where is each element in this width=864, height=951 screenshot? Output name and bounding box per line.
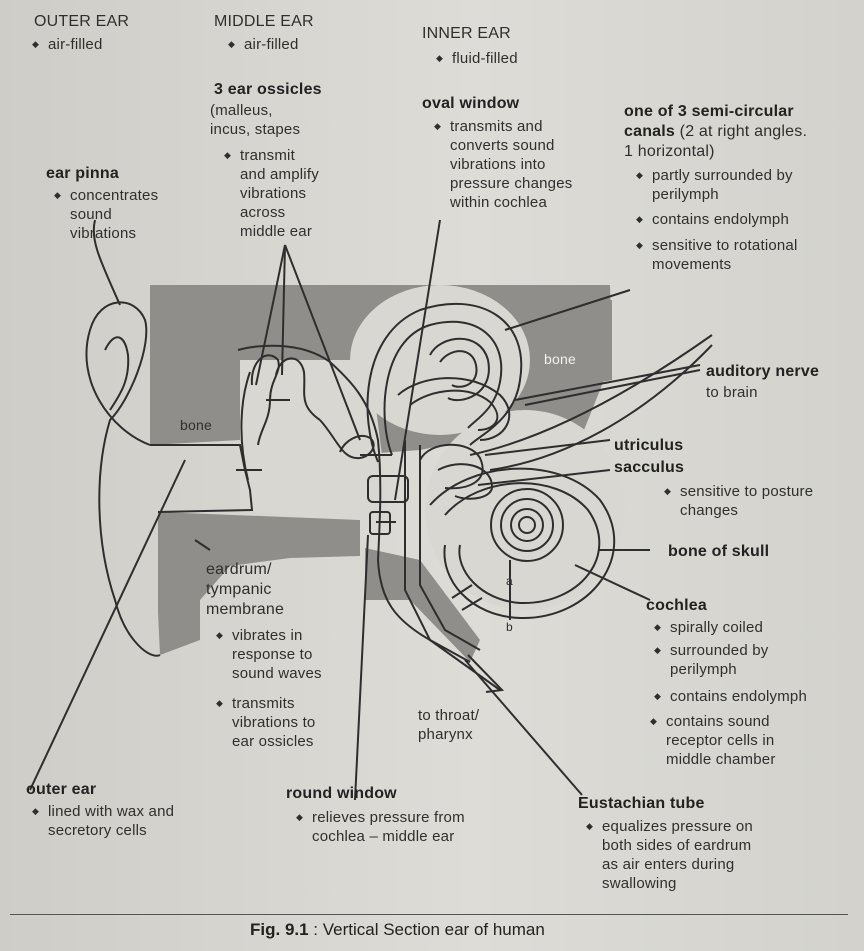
bone-of-skull-label: bone of skull — [668, 542, 769, 562]
pinna-bullet: concentrates sound vibrations — [70, 186, 158, 243]
round-window-title: round window — [286, 784, 397, 804]
canals-bullet-3: sensitive to rotational movements — [652, 236, 798, 274]
round-window-bullet: relieves pressure from cochlea – middle … — [312, 808, 465, 846]
bone-label-right: bone — [544, 350, 576, 369]
canals-bullet-1: partly surrounded by perilymph — [652, 166, 793, 204]
ossicles-title: 3 ear ossicles — [214, 80, 322, 100]
mark-b: b — [506, 618, 513, 637]
sacculus-title: sacculus — [614, 458, 684, 478]
to-throat-label: to throat/ pharynx — [418, 706, 479, 744]
cochlea-bullet-4: contains sound receptor cells in middle … — [666, 712, 776, 769]
outer-ear-header: OUTER EAR — [34, 12, 129, 32]
eardrum-bullet-1: vibrates in response to sound waves — [232, 626, 322, 683]
caption-fig-number: Fig. 9.1 — [250, 920, 309, 939]
mark-a: a — [506, 572, 513, 591]
inner-ear-header: INNER EAR — [422, 24, 511, 44]
eustachian-title: Eustachian tube — [578, 794, 705, 814]
middle-ear-note: air-filled — [244, 35, 299, 54]
caption-text: : Vertical Section ear of human — [309, 920, 545, 939]
canals-title2: canals — [624, 123, 675, 140]
cochlea-bullet-3: contains endolymph — [670, 687, 807, 706]
pinna-title: ear pinna — [46, 164, 119, 184]
cochlea-title: cochlea — [646, 596, 707, 616]
pinna-outline — [86, 302, 160, 655]
auditory-nerve-title: auditory nerve — [706, 362, 819, 382]
inner-ear-note: fluid-filled — [452, 49, 518, 68]
bone-label-left: bone — [180, 416, 212, 435]
eustachian-bullet: equalizes pressure on both sides of eard… — [602, 817, 753, 893]
utriculus-label: utriculus — [614, 436, 683, 456]
cochlea-bullet-1: spirally coiled — [670, 618, 763, 637]
outer-ear-title: outer ear — [26, 780, 96, 800]
ossicles-sub: (malleus, incus, stapes — [210, 101, 300, 139]
sacculus-bullet: sensitive to posture changes — [680, 482, 813, 520]
figure-caption: Fig. 9.1 : Vertical Section ear of human — [250, 919, 545, 941]
eardrum-bullet-2: transmits vibrations to ear ossicles — [232, 694, 315, 751]
cochlea-bullet-2: surrounded by perilymph — [670, 641, 769, 679]
canals-title-line2: canals (2 at right angles. 1 horizontal) — [624, 122, 807, 162]
ossicles-bullet: transmit and amplify vibrations across m… — [240, 146, 319, 241]
canals-title: one of 3 semi-circular — [624, 102, 794, 122]
outer-ear-bullet: lined with wax and secretory cells — [48, 802, 174, 840]
canals-bullet-2: contains endolymph — [652, 210, 789, 229]
outer-ear-note: air-filled — [48, 35, 103, 54]
eardrum-title: eardrum/ tympanic membrane — [206, 560, 284, 620]
auditory-nerve-sub: to brain — [706, 383, 758, 402]
oval-window-title: oval window — [422, 94, 519, 114]
oval-window-bullet: transmits and converts sound vibrations … — [450, 117, 572, 212]
middle-ear-header: MIDDLE EAR — [214, 12, 314, 32]
